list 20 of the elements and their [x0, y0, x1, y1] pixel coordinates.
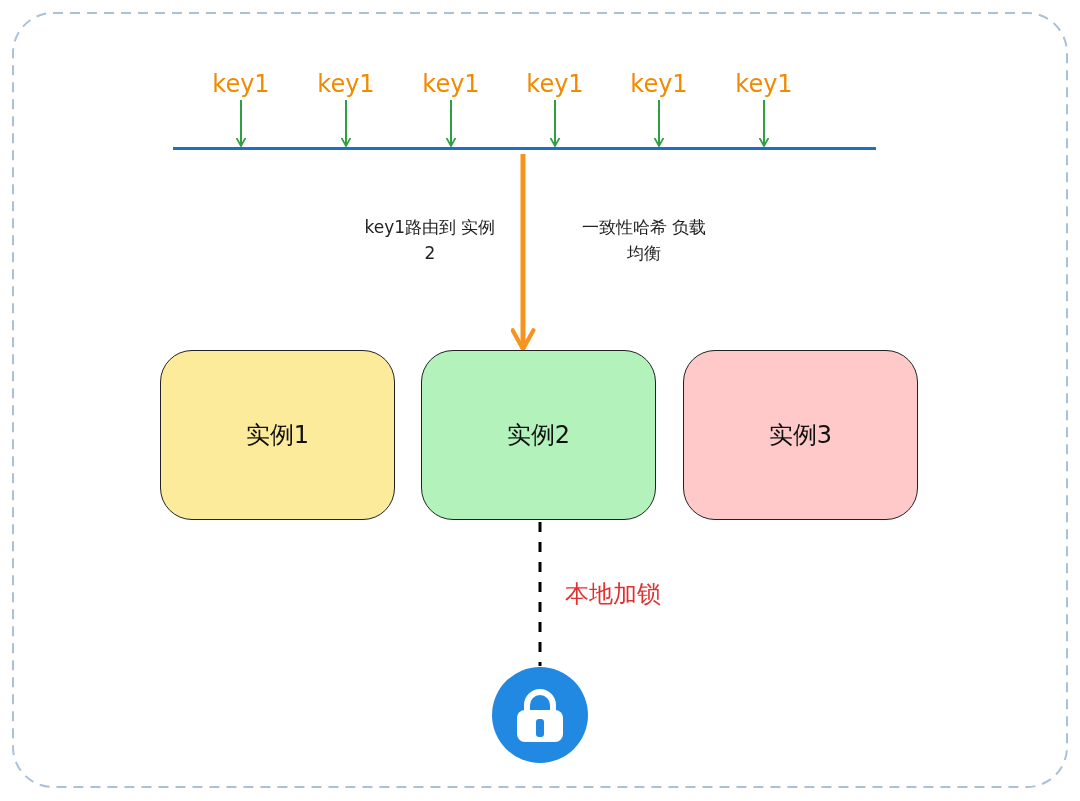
- key-label: key1: [629, 70, 689, 98]
- key-label: key1: [421, 70, 481, 98]
- arrow: [759, 99, 769, 147]
- arrow: [510, 154, 536, 352]
- arrow: [654, 99, 664, 147]
- queue-line: [173, 147, 876, 150]
- instance-box: 实例3: [683, 350, 918, 520]
- key-label: key1: [525, 70, 585, 98]
- arrow: [446, 99, 456, 147]
- arrow: [236, 99, 246, 147]
- key-label: key1: [734, 70, 794, 98]
- annotation-text: 一致性哈希 负载均衡: [580, 216, 708, 265]
- instance-box: 实例2: [421, 350, 656, 520]
- key-label: key1: [316, 70, 376, 98]
- arrow: [341, 99, 351, 147]
- instance-box: 实例1: [160, 350, 395, 520]
- dashed-line: [538, 522, 542, 666]
- key-label: key1: [211, 70, 271, 98]
- annotation-text: key1路由到 实例2: [363, 216, 497, 265]
- arrow: [550, 99, 560, 147]
